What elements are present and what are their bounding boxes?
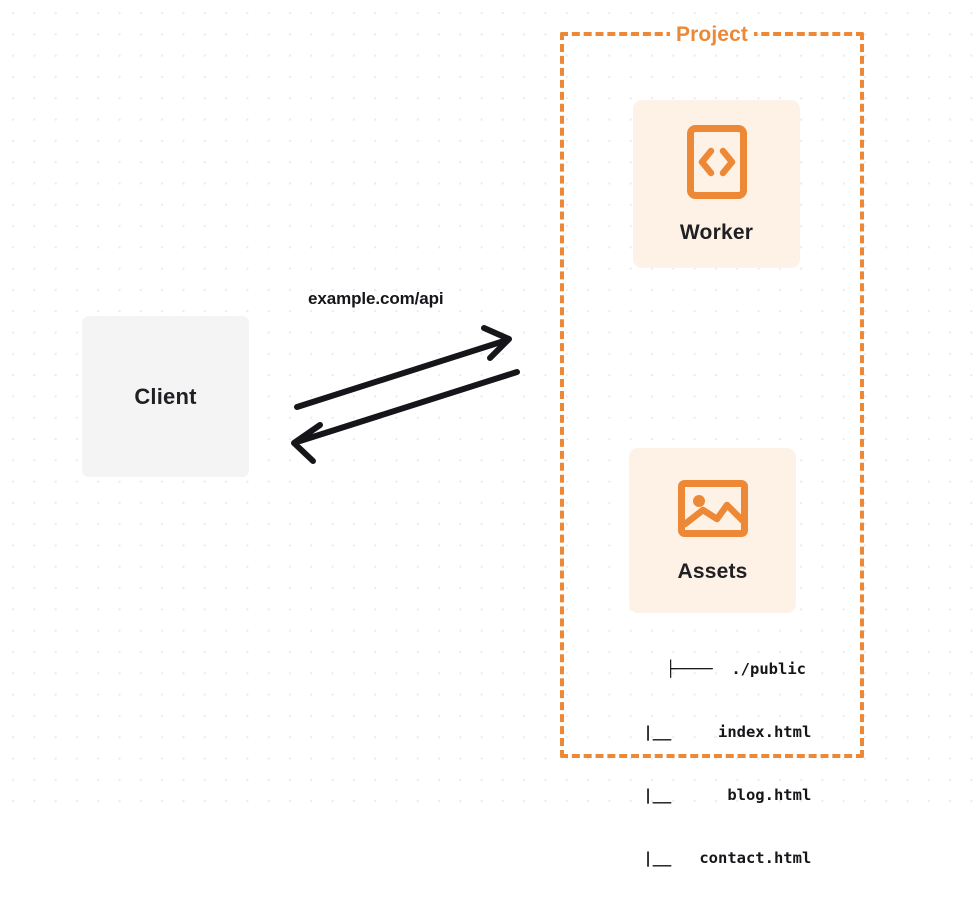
- code-brackets-icon: [686, 124, 748, 205]
- client-label: Client: [134, 383, 197, 409]
- worker-card[interactable]: Worker: [633, 100, 800, 268]
- file-tree-row: |__ index.html: [606, 723, 812, 741]
- outbound-request-arrow: [294, 325, 512, 410]
- inbound-response-arrow: [291, 369, 520, 464]
- assets-file-tree: ├──── ./public |__ index.html |__ blog.h…: [606, 617, 812, 911]
- worker-label: Worker: [679, 220, 754, 244]
- assets-label: Assets: [677, 560, 748, 583]
- file-tree-row: |__ blog.html: [606, 786, 812, 804]
- project-container: Project: [560, 23, 864, 758]
- image-picture-icon: [677, 477, 749, 544]
- diagram-canvas: Client example.com/api Project Worker: [0, 0, 980, 867]
- request-url-label: example.com/api: [308, 289, 444, 308]
- project-title: Project: [670, 23, 754, 47]
- file-tree-row: ├──── ./public: [666, 660, 806, 678]
- client-node[interactable]: Client: [82, 316, 249, 477]
- file-tree-row: |__ contact.html: [606, 849, 812, 867]
- assets-card[interactable]: Assets: [629, 448, 796, 613]
